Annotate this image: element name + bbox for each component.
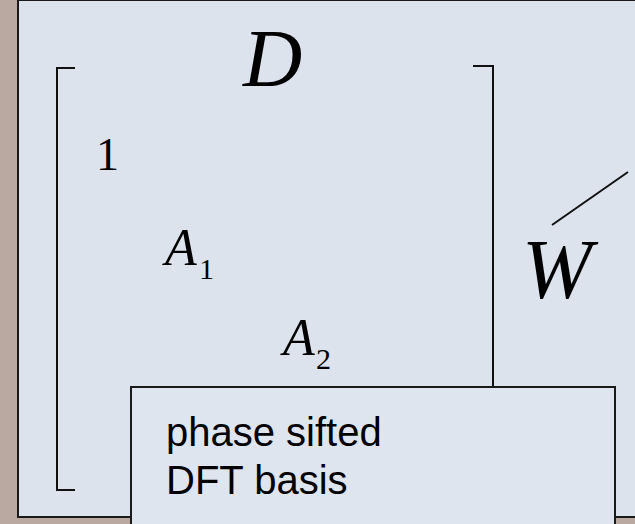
diagonal-entry: A bbox=[283, 312, 315, 364]
matrix-name: D bbox=[243, 18, 302, 100]
callout-text: phase sifted DFT basis bbox=[166, 408, 416, 504]
diagonal-entry: 1 bbox=[96, 132, 119, 178]
leader-line bbox=[552, 172, 628, 225]
subscript: 2 bbox=[316, 344, 331, 374]
subscript: 1 bbox=[199, 254, 214, 284]
diagonal-entry: A bbox=[165, 222, 197, 274]
callout-box: phase sifted DFT basis bbox=[130, 386, 616, 524]
matrix-name: W bbox=[522, 228, 592, 312]
left-bracket bbox=[57, 68, 75, 490]
